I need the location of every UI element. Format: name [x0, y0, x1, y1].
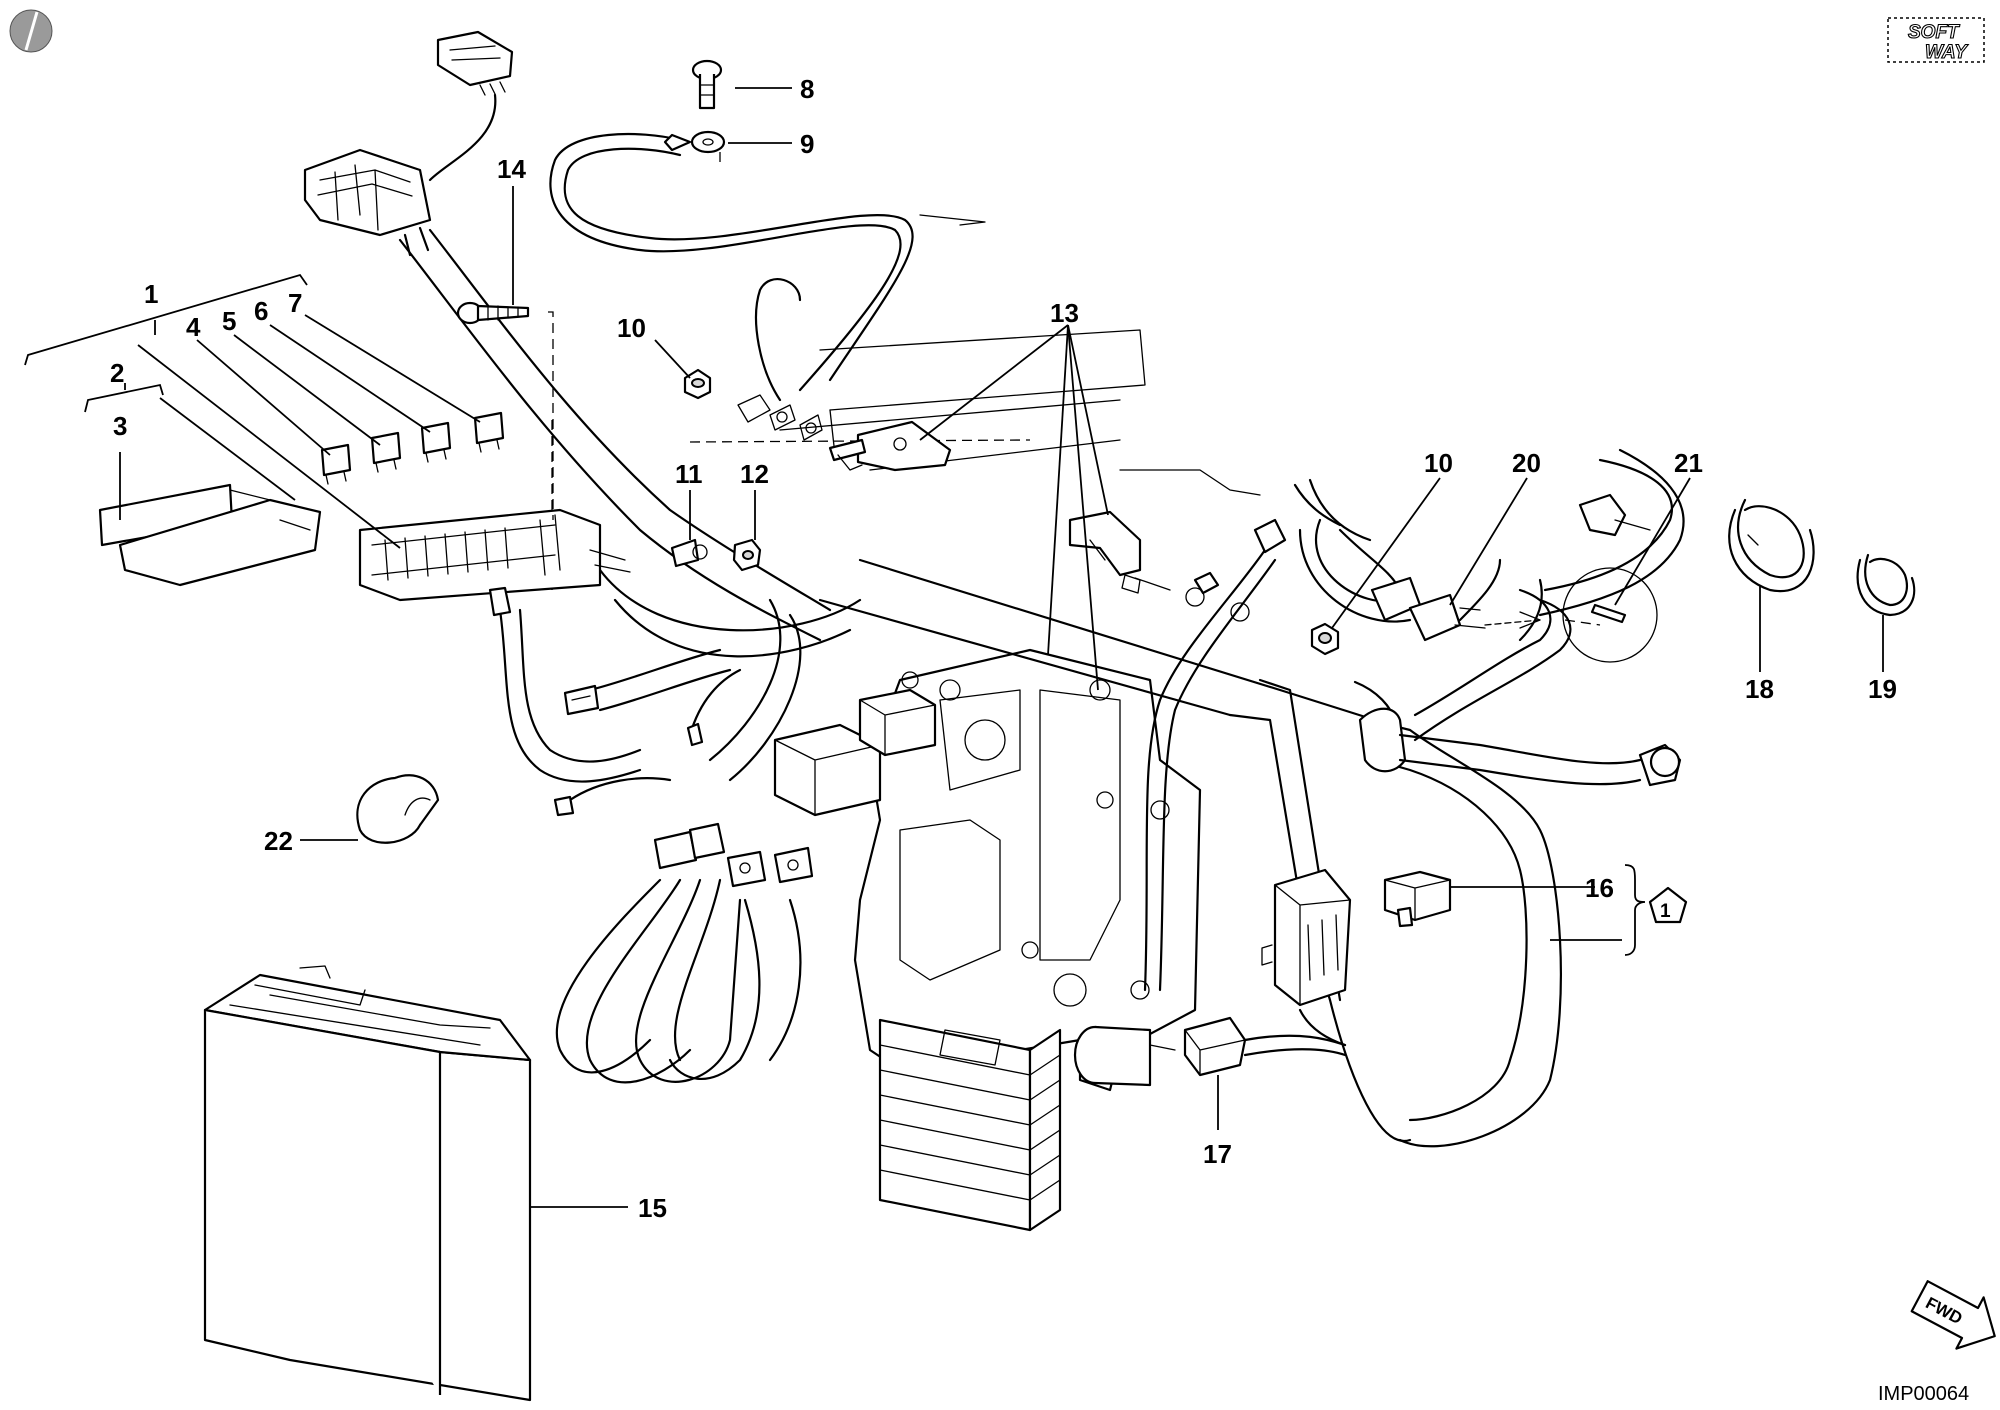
callout-10-right: 10 [1424, 448, 1453, 478]
clamp-18 [1728, 498, 1815, 593]
clamp-19 [1856, 553, 1916, 617]
corner-disc-icon [9, 9, 53, 53]
battery-cable-loop [549, 132, 914, 402]
washer-9 [663, 130, 726, 154]
callout-19: 19 [1868, 674, 1897, 704]
nut-12 [732, 538, 762, 572]
callout-11: 11 [675, 459, 703, 489]
connector-20 [1370, 576, 1541, 642]
callout-14: 14 [497, 154, 526, 184]
svg-text:1: 1 [1660, 901, 1671, 922]
callout-18: 18 [1745, 674, 1774, 704]
softway-logo: SOFT WAY [1887, 17, 1985, 64]
harness-branches-left [488, 586, 742, 817]
screw-14 [456, 301, 554, 520]
callout-5: 5 [222, 306, 236, 336]
battery-15 [203, 965, 532, 1402]
nut-10-left [683, 368, 712, 400]
fuse-20a [473, 411, 505, 453]
main-fuse-holder [1261, 868, 1352, 1007]
relay-blocks [773, 688, 937, 817]
assembly-lines [551, 152, 1601, 626]
connector-17 [1183, 1008, 1347, 1077]
rubber-cap-22 [356, 774, 440, 844]
callout-9: 9 [800, 129, 814, 159]
kit-reference-marker: 1 [1624, 864, 1688, 956]
callout-7: 7 [288, 288, 302, 318]
callout-22: 22 [264, 826, 293, 856]
rectifier-regulator [878, 1018, 1062, 1232]
svg-text:WAY: WAY [1925, 42, 1969, 63]
ground-wire [1121, 483, 1342, 992]
drawing-code: IMP00064 [1878, 1383, 1969, 1405]
leader-lines [24, 87, 1884, 1208]
callout-12: 12 [740, 459, 769, 489]
stud-11 [670, 538, 708, 568]
callout-3: 3 [113, 411, 127, 441]
callout-16: 16 [1585, 873, 1614, 903]
forward-direction-arrow: FWD [1910, 1280, 1996, 1350]
callout-1: 1 [144, 279, 158, 309]
callout-10-left: 10 [617, 313, 646, 343]
callout-20: 20 [1512, 448, 1541, 478]
cable-lugs [737, 394, 823, 441]
dashboard-connectors [303, 30, 514, 257]
maxi-fuse-16 [1383, 870, 1452, 928]
lower-harness-loops [555, 822, 814, 1084]
callout-2: 2 [110, 358, 124, 388]
callout-6: 6 [254, 296, 268, 326]
connector-21 [1562, 493, 1658, 663]
fuse-7-5a [370, 431, 402, 473]
callout-8: 8 [800, 74, 814, 104]
callout-15: 15 [638, 1193, 667, 1223]
callout-4: 4 [186, 312, 201, 342]
fuse-5a [320, 443, 352, 485]
callout-labels: 1 2 3 4 5 6 7 8 9 10 10 11 12 13 14 15 1… [110, 74, 1897, 1223]
callout-17: 17 [1203, 1139, 1232, 1169]
screw-8 [691, 59, 723, 110]
callout-13: 13 [1050, 298, 1079, 328]
bracket-sensor [1073, 1025, 1176, 1087]
fuse-box-cover [98, 483, 322, 587]
nut-10-right [1310, 622, 1340, 656]
callout-21: 21 [1674, 448, 1703, 478]
fuse-box [358, 508, 631, 602]
svg-text:SOFT: SOFT [1908, 22, 1960, 43]
